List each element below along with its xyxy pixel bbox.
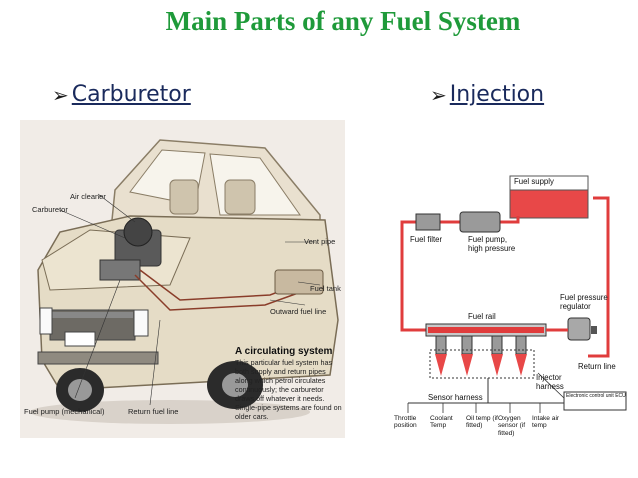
slide-title: Main Parts of any Fuel System (165, 6, 521, 36)
label-air-cleaner: Air cleaner (70, 192, 106, 201)
label-fuel-tank: Fuel tank (310, 284, 341, 293)
bullet-arrow-icon: ➢ (430, 82, 447, 107)
car-drawing (30, 139, 339, 424)
label-sensor-oxygen: Oxygen sensor (if fitted) (498, 415, 526, 437)
label-fuel-pump: Fuel pump (mechanical) (24, 407, 105, 416)
bullet-injection: ➢ Injection (430, 82, 544, 107)
bullet-arrow-icon: ➢ (52, 82, 69, 107)
label-fuel-pressure-regulator: Fuel pressure regulator (560, 293, 608, 311)
injection-system-diagram: Fuel supply Fuel filter Fuel pump,high p… (388, 168, 628, 444)
caption-body: This particular fuel system has both sup… (235, 358, 342, 421)
label-fuel-filter: Fuel filter (410, 235, 443, 244)
label-return-line: Return line (578, 362, 616, 371)
label-return-fuel-line: Return fuel line (128, 407, 179, 416)
label-ecu: Electronic control unit ECU (566, 393, 626, 399)
bullet-carburetor: ➢ Carburetor (52, 82, 191, 107)
caption-title: A circulating system (235, 346, 333, 357)
carburetor-car-illustration: Air cleaner Carburetor Vent pipe Fuel ta… (20, 120, 345, 438)
injection-drawing (400, 175, 627, 413)
label-fuel-pump: Fuel pump,high pressure (468, 235, 516, 253)
label-sensor-throttle: Throttle position (394, 415, 417, 430)
bullet-label: Carburetor (71, 82, 191, 107)
label-fuel-rail: Fuel rail (468, 312, 496, 321)
label-vent-pipe: Vent pipe (304, 237, 336, 246)
bullet-label: Injection (449, 82, 545, 107)
label-injector-harness: Injector harness (536, 373, 564, 391)
label-sensor-oil: Oil temp (if fitted) (466, 415, 498, 430)
label-fuel-supply: Fuel supply (514, 177, 554, 186)
label-outward-fuel-line: Outward fuel line (270, 307, 327, 316)
label-carburetor: Carburetor (32, 205, 68, 214)
label-sensor-coolant: Coolant Temp (430, 415, 453, 430)
label-sensor-intake: Intake air temp (532, 415, 560, 430)
label-sensor-harness: Sensor harness (428, 393, 483, 402)
